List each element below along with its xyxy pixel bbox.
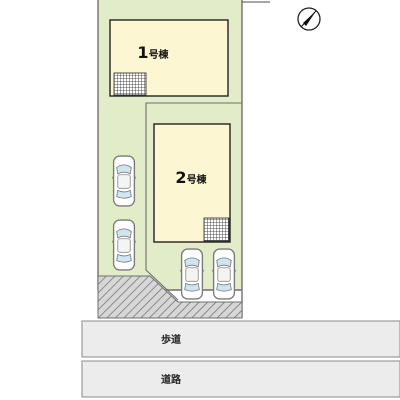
road-label: 道路 (161, 373, 182, 386)
building-1-entrance-icon (113, 72, 147, 96)
hatched-strip (97, 275, 243, 319)
car-icon (180, 248, 204, 300)
road (81, 360, 400, 398)
building-2-entrance-icon (203, 217, 230, 242)
lot-divider (145, 102, 242, 301)
car-icon (112, 219, 136, 271)
building-1-label: 1号棟 (137, 43, 169, 62)
building-2-label: 2号棟 (175, 168, 207, 187)
north-arrow-icon (297, 7, 321, 31)
sidewalk (81, 320, 400, 358)
building-1 (109, 19, 229, 97)
sidewalk-label: 歩道 (161, 333, 181, 346)
car-icon (212, 248, 236, 300)
car-icon (112, 155, 136, 207)
